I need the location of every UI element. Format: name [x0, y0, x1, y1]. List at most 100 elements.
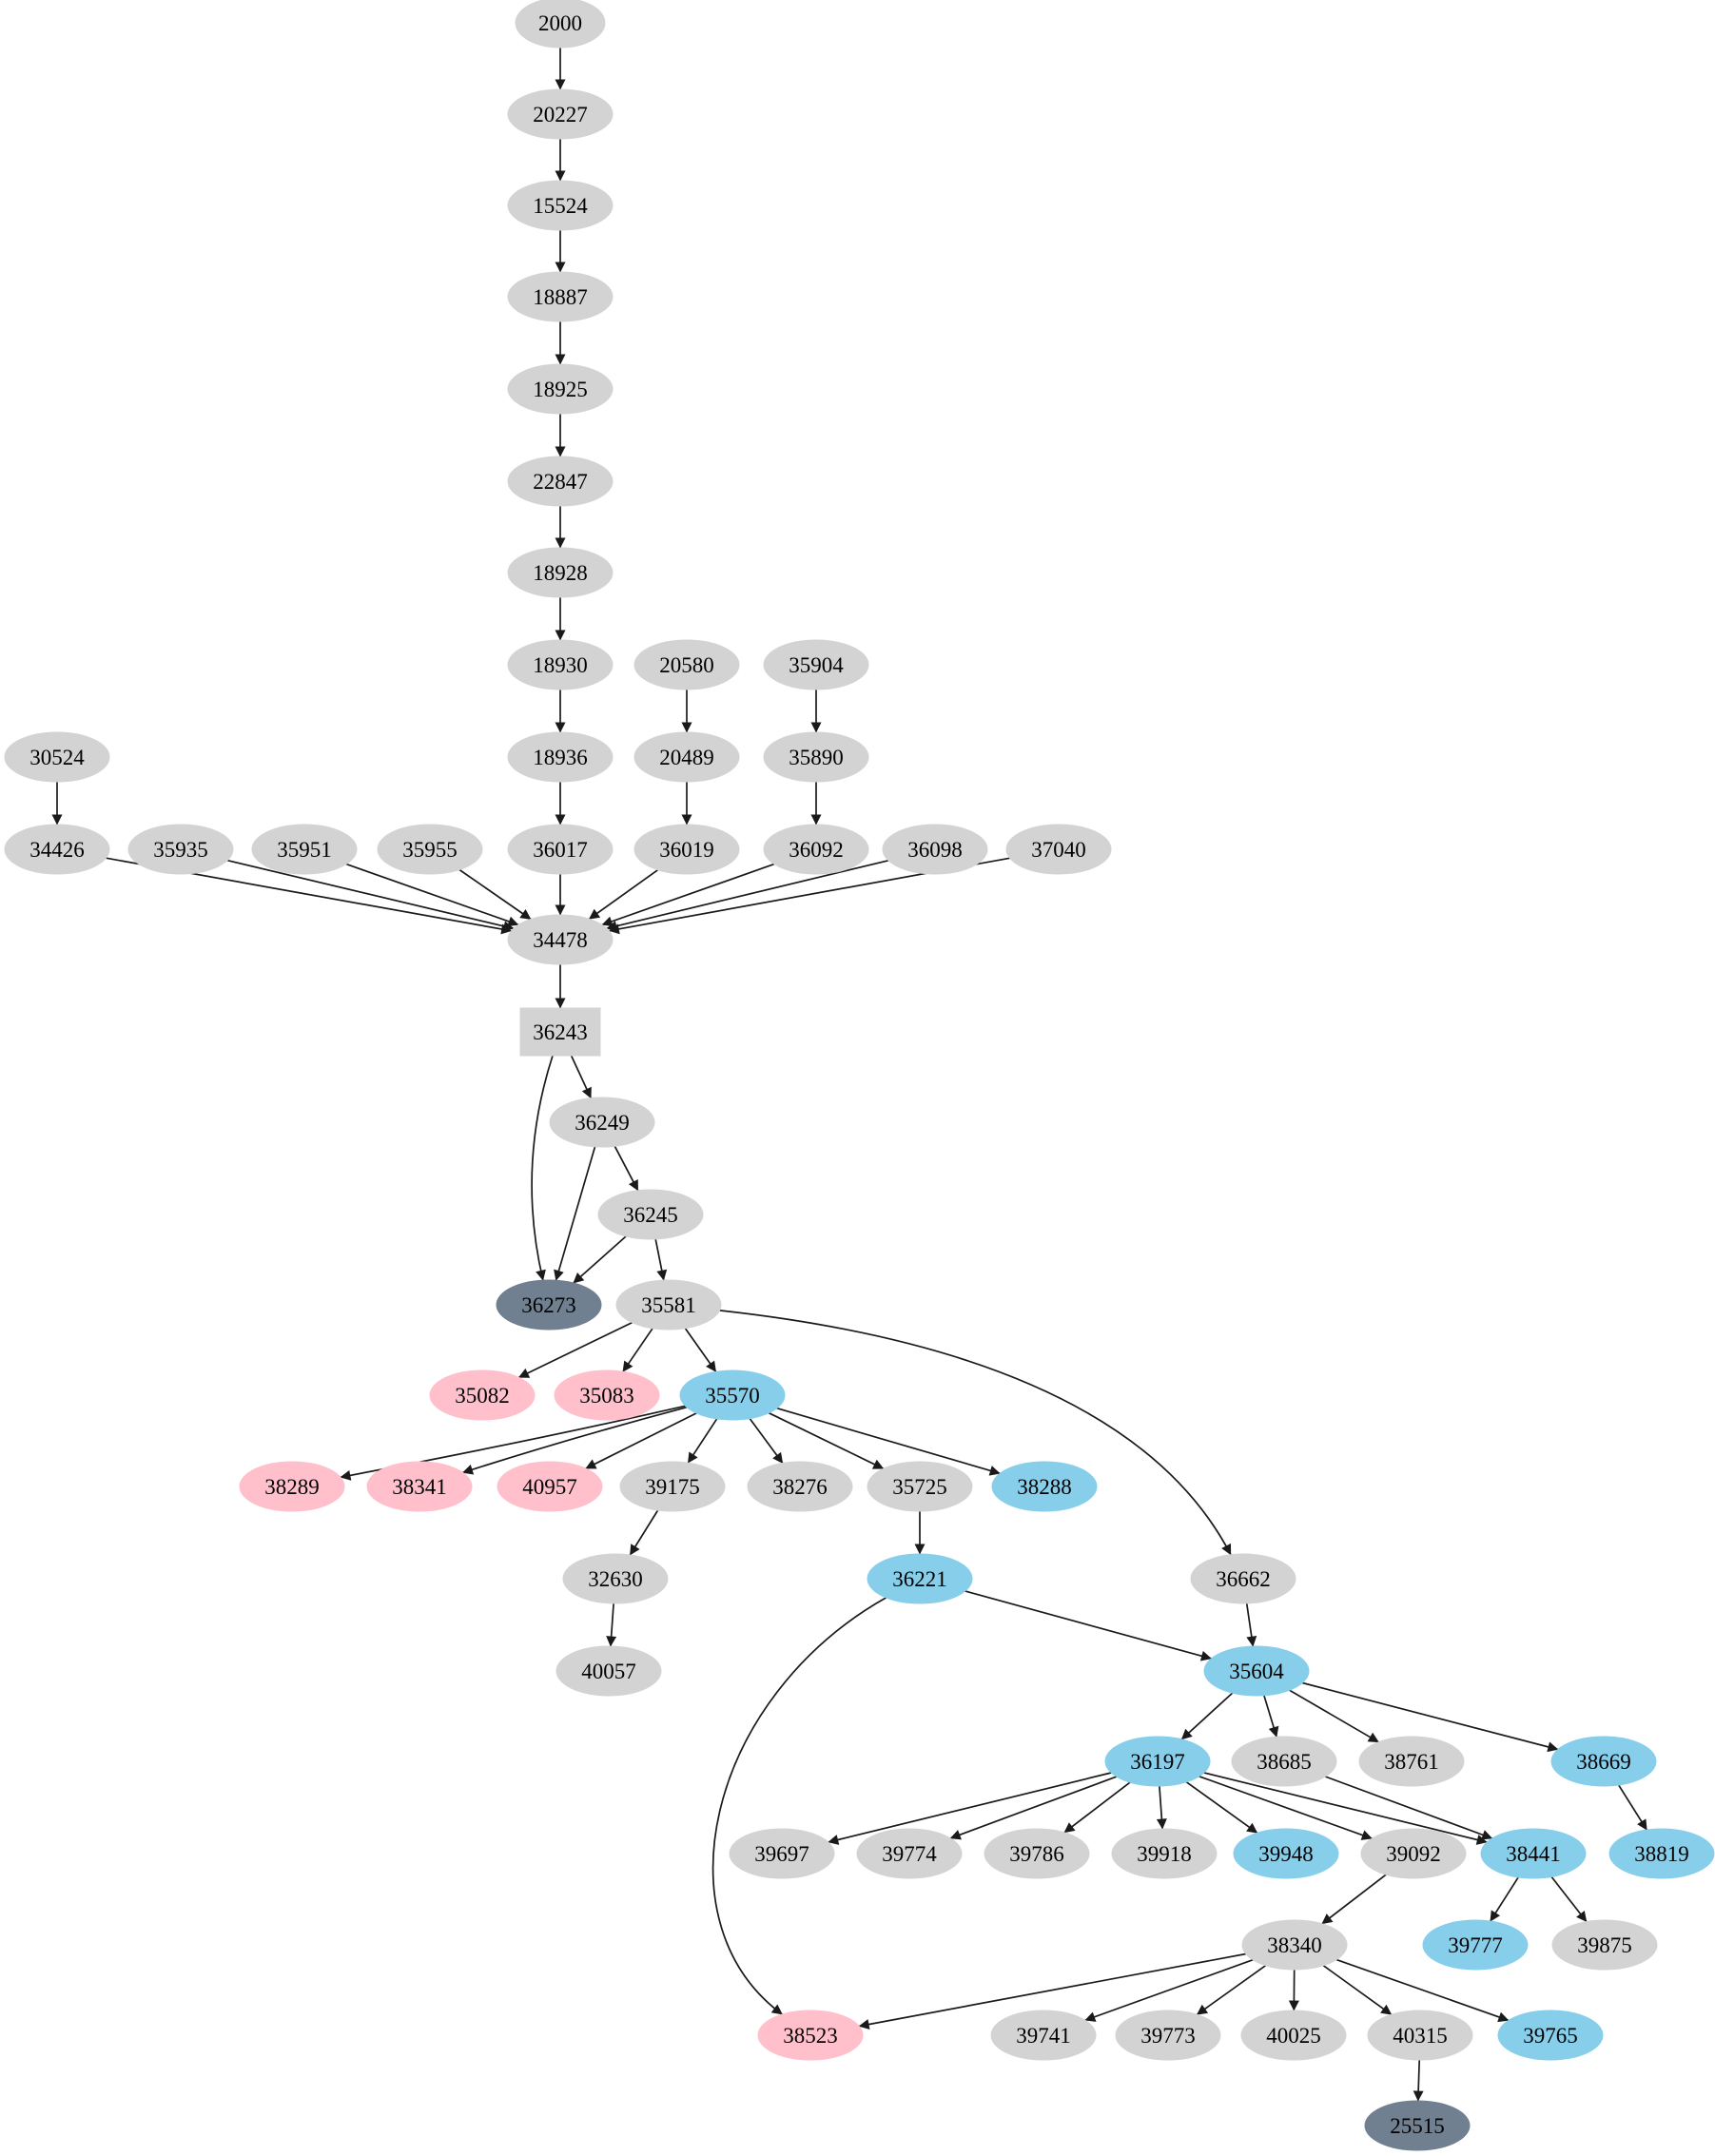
node-label: 35904	[789, 653, 844, 677]
edge-36245-35581	[654, 1238, 668, 1281]
graph-node-35082: 35082	[429, 1369, 536, 1421]
node-ellipse-shape	[1111, 1828, 1218, 1879]
edge-35935-34478	[226, 859, 515, 932]
graph-node-35083: 35083	[554, 1369, 660, 1421]
node-ellipse-shape	[507, 639, 614, 690]
node-ellipse-shape	[1358, 1736, 1465, 1787]
node-label: 40957	[522, 1475, 577, 1499]
node-ellipse-shape	[747, 1461, 853, 1512]
node-ellipse-shape	[127, 824, 234, 875]
node-ellipse-shape	[507, 363, 614, 415]
graph-node-36662: 36662	[1190, 1553, 1296, 1604]
node-label: 36098	[907, 838, 963, 862]
graph-node-39741: 39741	[990, 2010, 1097, 2061]
edge-36092-34478	[601, 863, 775, 927]
node-box-shape	[519, 1007, 601, 1057]
edge-35604-38685	[1263, 1695, 1279, 1738]
node-ellipse-shape	[867, 1461, 973, 1512]
node-label: 36221	[892, 1567, 947, 1591]
node-ellipse-shape	[679, 1369, 786, 1421]
node-label: 20227	[533, 103, 588, 126]
node-label: 36662	[1216, 1567, 1271, 1591]
node-ellipse-shape	[1231, 1736, 1337, 1787]
node-ellipse-shape	[867, 1553, 973, 1604]
node-label: 35890	[789, 746, 844, 769]
node-ellipse-shape	[1233, 1828, 1339, 1879]
graph-node-38341: 38341	[366, 1461, 473, 1512]
edge-36249-36245	[614, 1145, 639, 1192]
node-ellipse-shape	[757, 2010, 864, 2061]
graph-node-15524: 15524	[507, 180, 614, 231]
node-ellipse-shape	[633, 639, 740, 690]
node-label: 18925	[533, 378, 588, 401]
node-label: 39697	[754, 1842, 809, 1866]
node-label: 38523	[783, 2024, 838, 2048]
node-ellipse-shape	[549, 1097, 655, 1148]
node-label: 39948	[1258, 1842, 1314, 1866]
node-ellipse-shape	[763, 824, 869, 875]
node-ellipse-shape	[1104, 1736, 1211, 1787]
node-ellipse-shape	[763, 639, 869, 690]
edge-35951-34478	[345, 863, 519, 927]
node-ellipse-shape	[856, 1828, 963, 1879]
graph-node-30524: 30524	[4, 731, 110, 783]
edge-36019-34478	[588, 869, 659, 920]
graph-node-2000: 2000	[515, 0, 606, 49]
edge-35570-39175	[687, 1418, 718, 1464]
graph-node-35955: 35955	[377, 824, 483, 875]
graph-node-36245: 36245	[597, 1189, 704, 1240]
graph-node-35581: 35581	[615, 1279, 722, 1331]
graph-node-39918: 39918	[1111, 1828, 1218, 1879]
graph-node-22847: 22847	[507, 456, 614, 507]
graph-node-38289: 38289	[239, 1461, 345, 1512]
edge-35604-36197	[1180, 1692, 1234, 1740]
node-ellipse-shape	[1480, 1828, 1587, 1879]
edge-36197-39774	[949, 1776, 1118, 1840]
node-label: 38761	[1384, 1750, 1439, 1774]
node-label: 38685	[1257, 1750, 1312, 1774]
graph-node-38288: 38288	[991, 1461, 1098, 1512]
node-label: 36017	[533, 838, 588, 862]
graph-node-35935: 35935	[127, 824, 234, 875]
node-ellipse-shape	[507, 180, 614, 231]
node-label: 35604	[1229, 1660, 1284, 1683]
graph-node-39697: 39697	[729, 1828, 835, 1879]
node-label: 39773	[1140, 2024, 1196, 2048]
node-ellipse-shape	[984, 1828, 1090, 1879]
graph-node-34478: 34478	[507, 914, 614, 965]
graph-node-38523: 38523	[757, 2010, 864, 2061]
node-label: 18930	[533, 653, 588, 677]
graph-node-39774: 39774	[856, 1828, 963, 1879]
node-label: 35083	[579, 1384, 634, 1408]
node-label: 40057	[581, 1660, 636, 1683]
node-label: 38276	[772, 1475, 828, 1499]
node-label: 40025	[1266, 2024, 1321, 2048]
node-ellipse-shape	[1241, 1919, 1348, 1971]
graph-node-25515: 25515	[1364, 2100, 1471, 2151]
graph-node-35604: 35604	[1203, 1645, 1310, 1697]
edge-38685-38441	[1325, 1776, 1493, 1840]
node-label: 36019	[659, 838, 714, 862]
node-ellipse-shape	[633, 731, 740, 783]
graph-node-36017: 36017	[507, 824, 614, 875]
graph-node-36243: 36243	[519, 1007, 601, 1057]
node-ellipse-shape	[377, 824, 483, 875]
node-ellipse-shape	[507, 824, 614, 875]
node-ellipse-shape	[4, 824, 110, 875]
graph-node-35904: 35904	[763, 639, 869, 690]
edge-35581-35570	[684, 1328, 717, 1372]
graph-node-36098: 36098	[882, 824, 988, 875]
graph-node-38276: 38276	[747, 1461, 853, 1512]
node-label: 22847	[533, 470, 588, 494]
node-ellipse-shape	[1005, 824, 1112, 875]
node-ellipse-shape	[1550, 1736, 1657, 1787]
node-label: 39765	[1523, 2024, 1578, 2048]
graph-node-32630: 32630	[562, 1553, 669, 1604]
graph-node-39765: 39765	[1497, 2010, 1604, 2061]
edge-36197-39786	[1063, 1781, 1131, 1834]
node-label: 35570	[705, 1384, 760, 1408]
edge-36098-34478	[606, 859, 889, 932]
node-ellipse-shape	[429, 1369, 536, 1421]
